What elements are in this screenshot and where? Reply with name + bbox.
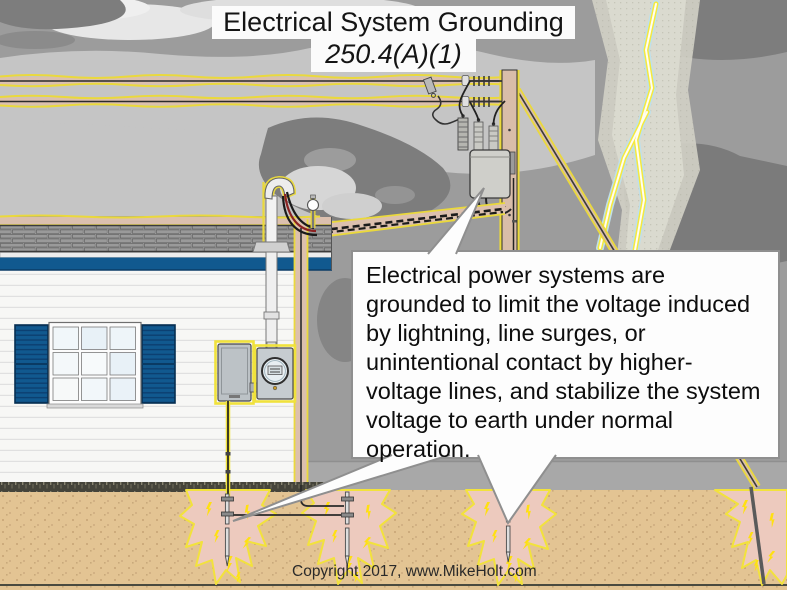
earth <box>0 482 787 590</box>
dissipation-zone <box>714 489 787 586</box>
guy-anchor-rod <box>749 486 766 585</box>
ground-rod <box>221 493 234 567</box>
fascia-board <box>0 257 332 271</box>
callout-box <box>351 250 780 459</box>
transformer-bushings <box>473 118 499 151</box>
fuse-cutout-icon <box>422 76 437 98</box>
jumper-wire <box>431 95 462 125</box>
callout-tail-house-rod <box>232 454 451 522</box>
lightning-arrester-icon <box>457 114 469 151</box>
window-sill <box>46 403 144 409</box>
grounding-electrode-conductor <box>225 401 231 496</box>
soil <box>0 490 787 590</box>
callout-tail-transformer <box>427 187 485 255</box>
service-equipment <box>214 340 297 405</box>
weatherhead <box>252 175 320 350</box>
dead-end-insulators <box>461 75 502 107</box>
overhead-power-lines <box>0 74 512 108</box>
corner-ground-conductor <box>293 219 309 485</box>
title-line1: Electrical System Grounding <box>212 6 575 39</box>
callout-bubble <box>232 187 780 526</box>
service-insulator-icon <box>306 194 320 228</box>
slide-title: Electrical System Grounding 250.4(A)(1) <box>0 6 787 72</box>
electrical-panel <box>217 343 252 402</box>
grounding-electrode-system <box>221 401 766 585</box>
callout-tail-pole-rod <box>477 454 557 526</box>
title-code-reference: 250.4(A)(1) <box>311 39 476 72</box>
service-mast <box>265 251 278 349</box>
window-with-shutters <box>14 321 176 409</box>
copyright-notice: Copyright 2017, www.MikeHolt.com <box>292 563 537 580</box>
roof-flashing <box>252 241 291 253</box>
electric-meter <box>256 347 294 400</box>
grass <box>0 482 337 492</box>
lightning-bolt <box>596 0 660 282</box>
pole-transformer <box>458 80 516 215</box>
callout-text: Electrical power systems are grounded to… <box>366 262 761 462</box>
ground-rod <box>341 491 354 567</box>
